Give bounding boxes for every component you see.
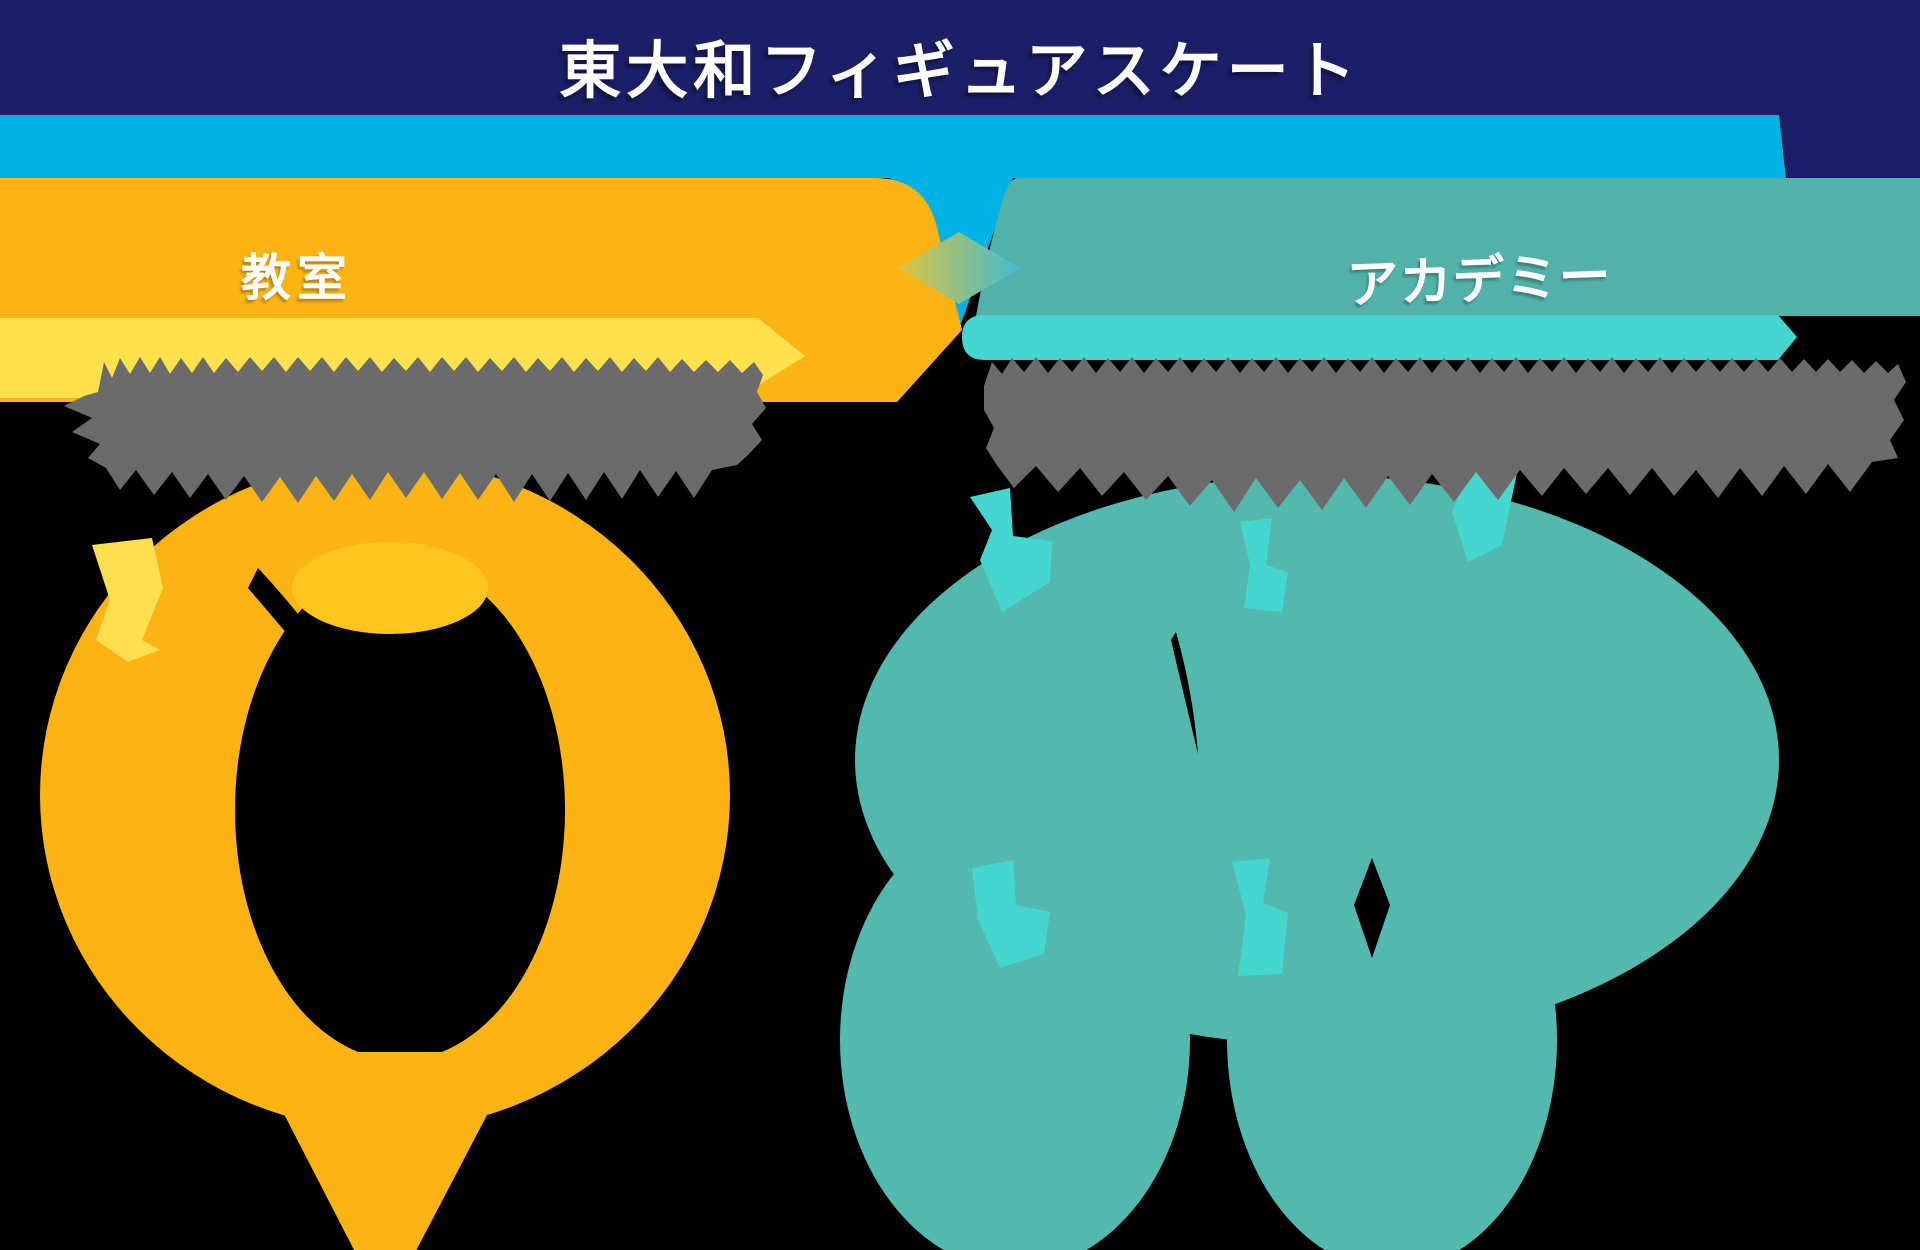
academy-cycle-notch <box>1171 632 1198 754</box>
classroom-banner-label: 教室 <box>241 250 353 306</box>
header-bar-right-fold <box>1779 113 1920 179</box>
academy-cycle-arrow-icon <box>1240 518 1288 612</box>
academy-banner-label: アカデミー <box>1345 247 1613 315</box>
academy-cycle-arrow-icon <box>1232 858 1288 976</box>
classroom-cycle-notch <box>248 568 470 862</box>
academy-cycle-notch <box>1150 1125 1235 1250</box>
classroom-cycle-diagram <box>40 460 730 1130</box>
page-title: 東大和フィギュアスケート <box>559 37 1361 106</box>
top-ribbon <box>0 115 1786 332</box>
classroom-cycle-tail <box>252 1052 520 1250</box>
classroom-cycle-highlight <box>292 542 488 634</box>
academy-cycle-arrow-icon <box>970 488 1052 612</box>
header-bar <box>0 0 1920 115</box>
academy-cycle-notch <box>1354 858 1390 958</box>
classroom-text-blob <box>64 357 766 503</box>
academy-banner-ribbon <box>976 178 1920 316</box>
academy-text-blob <box>984 357 1906 512</box>
academy-banner-substrip <box>962 315 1797 360</box>
academy-cycle-arrow-icon <box>972 860 1050 968</box>
academy-cycle-diagram <box>840 475 1779 1250</box>
classroom-cycle-arrow-icon <box>92 538 163 662</box>
blend-diamond <box>898 232 1020 304</box>
